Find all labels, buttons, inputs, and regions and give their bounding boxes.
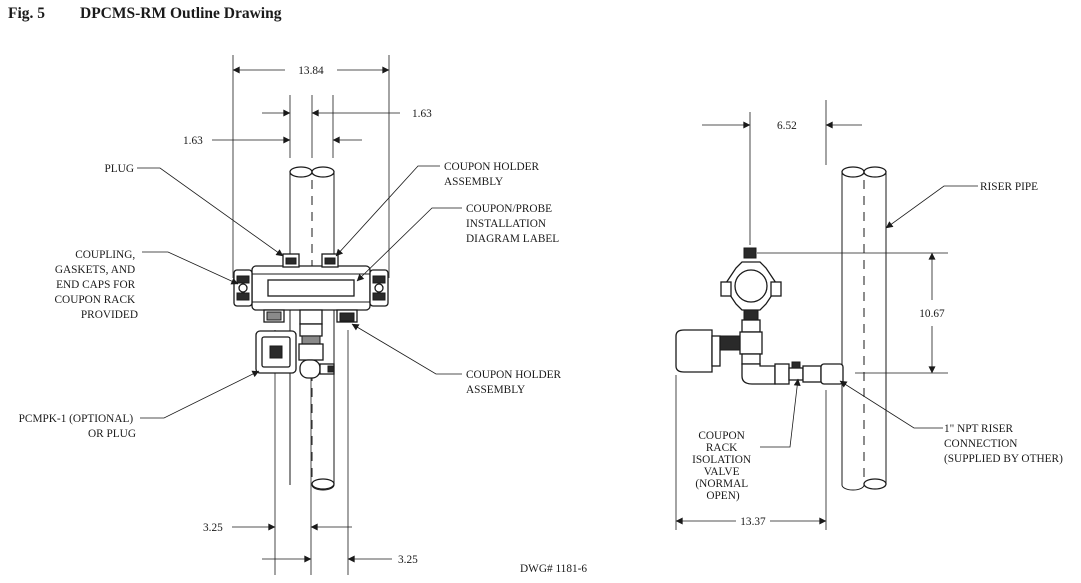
dim-overall-width: 13.84 xyxy=(232,65,390,77)
dim-vertical-span: 10.67 xyxy=(919,252,945,374)
label-diagram-label-line-1: COUPON/PROBE xyxy=(466,203,552,215)
label-riser-pipe: RISER PIPE xyxy=(980,181,1038,193)
side-view: 6.52 10.67 13.37 RISER PIPE COUPON RACK xyxy=(675,100,1063,530)
label-isolation-valve: COUPON RACK ISOLATION VALVE (NORMAL OPEN… xyxy=(692,430,754,502)
dim-bottom-right-label: 3.25 xyxy=(398,554,418,566)
coupon-rack-manifold xyxy=(233,253,389,379)
dim-side-depth: 13.37 xyxy=(675,516,827,528)
figure-title: Fig. 5 DPCMS-RM Outline Drawing xyxy=(8,5,282,23)
bottom-ports xyxy=(263,309,358,325)
dim-left-spacing-label: 1.63 xyxy=(183,135,203,147)
label-riser-connection: 1" NPT RISER CONNECTION (SUPPLIED BY OTH… xyxy=(944,423,1063,465)
label-coupon-holder-top: COUPON HOLDER ASSEMBLY xyxy=(444,161,542,188)
label-coupling-line-5: PROVIDED xyxy=(81,309,138,321)
label-isolation-valve-line-4: VALVE xyxy=(704,466,740,478)
front-labels: PLUG COUPON HOLDER ASSEMBLY COUPON/PROBE… xyxy=(19,161,564,440)
label-pcmpk: PCMPK-1 (OPTIONAL) OR PLUG xyxy=(19,413,136,440)
dim-left-spacing: 1.63 xyxy=(183,135,362,147)
side-leaders xyxy=(760,185,978,448)
plug xyxy=(282,253,300,268)
label-pcmpk-line-1: PCMPK-1 (OPTIONAL) xyxy=(19,413,134,425)
label-diagram-label: COUPON/PROBE INSTALLATION DIAGRAM LABEL xyxy=(466,203,559,245)
side-pcmpk-box xyxy=(675,329,721,373)
label-coupon-holder-bottom: COUPON HOLDER ASSEMBLY xyxy=(466,369,564,396)
label-coupling-line-2: GASKETS, AND xyxy=(55,264,135,276)
label-riser-connection-line-1: 1" NPT RISER xyxy=(944,423,1014,435)
label-diagram-label-line-3: DIAGRAM LABEL xyxy=(466,233,559,245)
label-diagram-label-line-2: INSTALLATION xyxy=(466,218,546,230)
dim-side-offset-label: 6.52 xyxy=(777,120,797,132)
label-isolation-valve-line-5: (NORMAL xyxy=(695,478,748,490)
dim-side-offset: 6.52 xyxy=(702,120,862,132)
diagram-label-plate xyxy=(267,279,355,297)
label-isolation-valve-line-6: OPEN) xyxy=(706,490,739,502)
label-coupling-line-4: COUPON RACK xyxy=(55,294,137,306)
label-coupling-line-1: COUPLING, xyxy=(75,249,135,261)
side-fittings xyxy=(719,319,844,385)
label-riser-connection-line-2: CONNECTION xyxy=(944,438,1017,450)
label-isolation-valve-line-3: ISOLATION xyxy=(692,454,751,466)
side-coupling xyxy=(720,247,782,321)
coupon-holder-top xyxy=(321,253,339,268)
figure-caption: DPCMS-RM Outline Drawing xyxy=(80,5,282,22)
left-coupling xyxy=(233,269,253,307)
front-view: 13.84 1.63 1.63 3.25 3.25 xyxy=(19,55,564,575)
dim-bottom-left: 3.25 xyxy=(203,522,352,534)
drawing-number: DWG# 1181-6 xyxy=(520,563,587,575)
pcmpk-1-box xyxy=(255,330,297,374)
dim-right-spacing-label: 1.63 xyxy=(412,108,432,120)
label-isolation-valve-line-2: RACK xyxy=(706,442,738,454)
label-plug: PLUG xyxy=(105,163,135,175)
front-fittings xyxy=(298,323,335,379)
label-coupling: COUPLING, GASKETS, AND END CAPS FOR COUP… xyxy=(55,249,139,321)
label-pcmpk-line-2: OR PLUG xyxy=(88,428,136,440)
dim-bottom-left-label: 3.25 xyxy=(203,522,223,534)
dim-right-spacing: 1.63 xyxy=(262,108,432,120)
label-coupon-holder-top-line-2: ASSEMBLY xyxy=(444,176,503,188)
right-coupling xyxy=(369,269,389,307)
side-riser-pipe xyxy=(841,166,887,491)
front-leaders xyxy=(137,165,462,419)
dim-bottom-right: 3.25 xyxy=(262,554,418,566)
dim-overall-width-label: 13.84 xyxy=(298,65,324,77)
label-coupling-line-3: END CAPS FOR xyxy=(56,279,136,291)
label-coupon-holder-bottom-line-1: COUPON HOLDER xyxy=(466,369,562,381)
label-riser-connection-line-3: (SUPPLIED BY OTHER) xyxy=(944,453,1063,465)
side-labels: RISER PIPE COUPON RACK ISOLATION VALVE (… xyxy=(692,181,1063,502)
dim-side-depth-label: 13.37 xyxy=(740,516,766,528)
label-isolation-valve-line-1: COUPON xyxy=(698,430,744,442)
front-riser-pipe xyxy=(289,166,335,491)
figure-number: Fig. 5 xyxy=(8,5,46,22)
label-coupon-holder-bottom-line-2: ASSEMBLY xyxy=(466,384,525,396)
label-coupon-holder-top-line-1: COUPON HOLDER xyxy=(444,161,540,173)
dim-vertical-span-label: 10.67 xyxy=(919,308,945,320)
